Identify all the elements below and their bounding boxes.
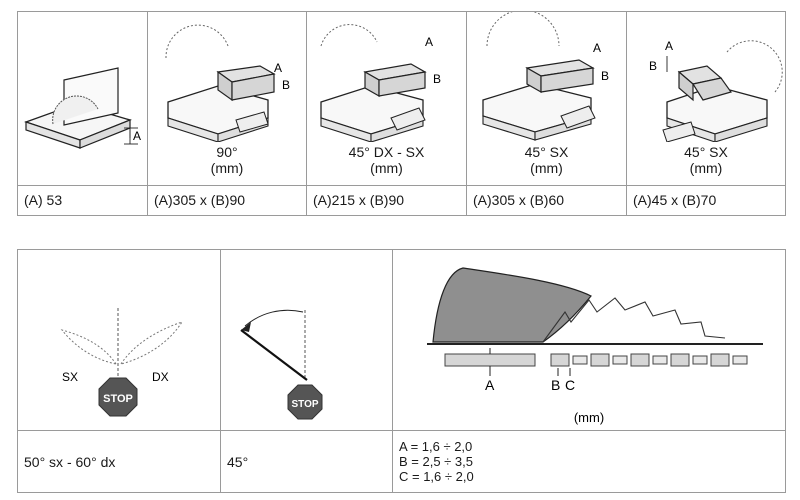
caption-bottom: (mm) <box>530 160 563 176</box>
bevel-range-cell: 45° <box>220 430 393 493</box>
dim-label-a: A <box>274 61 282 75</box>
blade-spec-cell: A = 1,6 ÷ 2,0 B = 2,5 ÷ 3,5 C = 1,6 ÷ 2,… <box>392 430 786 493</box>
miter-sx-label: SX <box>62 370 78 384</box>
capacity-value-cell: (A)305 x (B)90 <box>147 185 307 216</box>
dim-label-a: A <box>133 129 141 143</box>
stop-text: STOP <box>291 399 318 410</box>
caption-bottom: (mm) <box>210 160 244 176</box>
angle-blade-table: SX DX STOP STOP <box>17 249 786 493</box>
capacity-value: (A) 53 <box>24 192 63 208</box>
table-saw-illustration: A <box>24 67 141 149</box>
miter-90-diagram-cell: A B 90°(mm) <box>147 11 307 186</box>
stop-sign-icon: STOP <box>98 377 138 417</box>
capacity-value: (A)45 x (B)70 <box>633 192 717 208</box>
capacity-value: (A)305 x (B)60 <box>473 192 565 208</box>
blade-teeth-strip <box>550 353 748 367</box>
capacity-value: (A)305 x (B)90 <box>154 192 246 208</box>
miter-45-sx-diagram-cell: A B 45° SX(mm) <box>466 11 627 186</box>
miter-45-sx-illustration: A B <box>482 12 609 141</box>
bevel-angle-illustration: STOP <box>240 309 323 420</box>
blade-profile-diagram-cell: A B C (mm) <box>392 249 786 431</box>
dim-label-a: A <box>665 39 673 53</box>
caption-top: 45° SX <box>684 144 728 160</box>
dim-label-a: A <box>593 41 601 55</box>
miter-range-value: 50° sx - 60° dx <box>24 453 116 470</box>
blade-spec-a: A = 1,6 ÷ 2,0 <box>399 439 473 454</box>
blade-unit-label: (mm) <box>574 410 604 425</box>
dim-label-b: B <box>282 78 290 92</box>
miter-45-dx-sx-diagram-cell: A B 45° DX - SX(mm) <box>306 11 467 186</box>
blade-spec-b: B = 2,5 ÷ 3,5 <box>399 454 473 469</box>
capacity-value-cell: (A)215 x (B)90 <box>306 185 467 216</box>
miter-angle-diagram-cell: SX DX STOP <box>17 249 221 431</box>
blade-profile-illustration: A B C (mm) <box>427 267 763 425</box>
miter-range-cell: 50° sx - 60° dx <box>17 430 221 493</box>
caption-top: 90° <box>216 144 238 160</box>
bevel-range-value: 45° <box>227 453 249 470</box>
caption-top: 45° DX - SX <box>348 144 425 160</box>
dim-label-a: A <box>425 35 433 49</box>
bevel-45-sx-illustration: A B <box>649 39 783 142</box>
blade-label-a: A <box>485 377 495 393</box>
caption-bottom: (mm) <box>689 160 723 176</box>
table-saw-diagram-cell: A <box>17 11 148 186</box>
caption-bottom: (mm) <box>370 160 403 176</box>
miter-dx-label: DX <box>152 370 169 384</box>
capacity-value-cell: (A) 53 <box>17 185 148 216</box>
miter-90-illustration: A B <box>165 24 290 142</box>
blade-spec-c: C = 1,6 ÷ 2,0 <box>399 469 474 484</box>
dim-label-b: B <box>649 59 657 73</box>
capacity-table: A A B 90°(mm) <box>17 11 786 216</box>
capacity-value: (A)215 x (B)90 <box>313 192 405 208</box>
miter-angle-illustration: SX DX STOP <box>60 308 184 417</box>
miter-45-dx-sx-illustration: A B <box>320 24 441 142</box>
capacity-value-cell: (A)305 x (B)60 <box>466 185 627 216</box>
bevel-45-sx-diagram-cell: A B 45° SX(mm) <box>626 11 786 186</box>
dim-label-b: B <box>433 72 441 86</box>
capacity-value-cell: (A)45 x (B)70 <box>626 185 786 216</box>
stop-sign-icon: STOP <box>287 384 323 420</box>
stop-text: STOP <box>103 393 133 405</box>
blade-label-b: B <box>551 377 560 393</box>
blade-label-c: C <box>565 377 575 393</box>
caption-top: 45° SX <box>524 144 569 160</box>
dim-label-b: B <box>601 69 609 83</box>
bevel-angle-diagram-cell: STOP <box>220 249 393 431</box>
